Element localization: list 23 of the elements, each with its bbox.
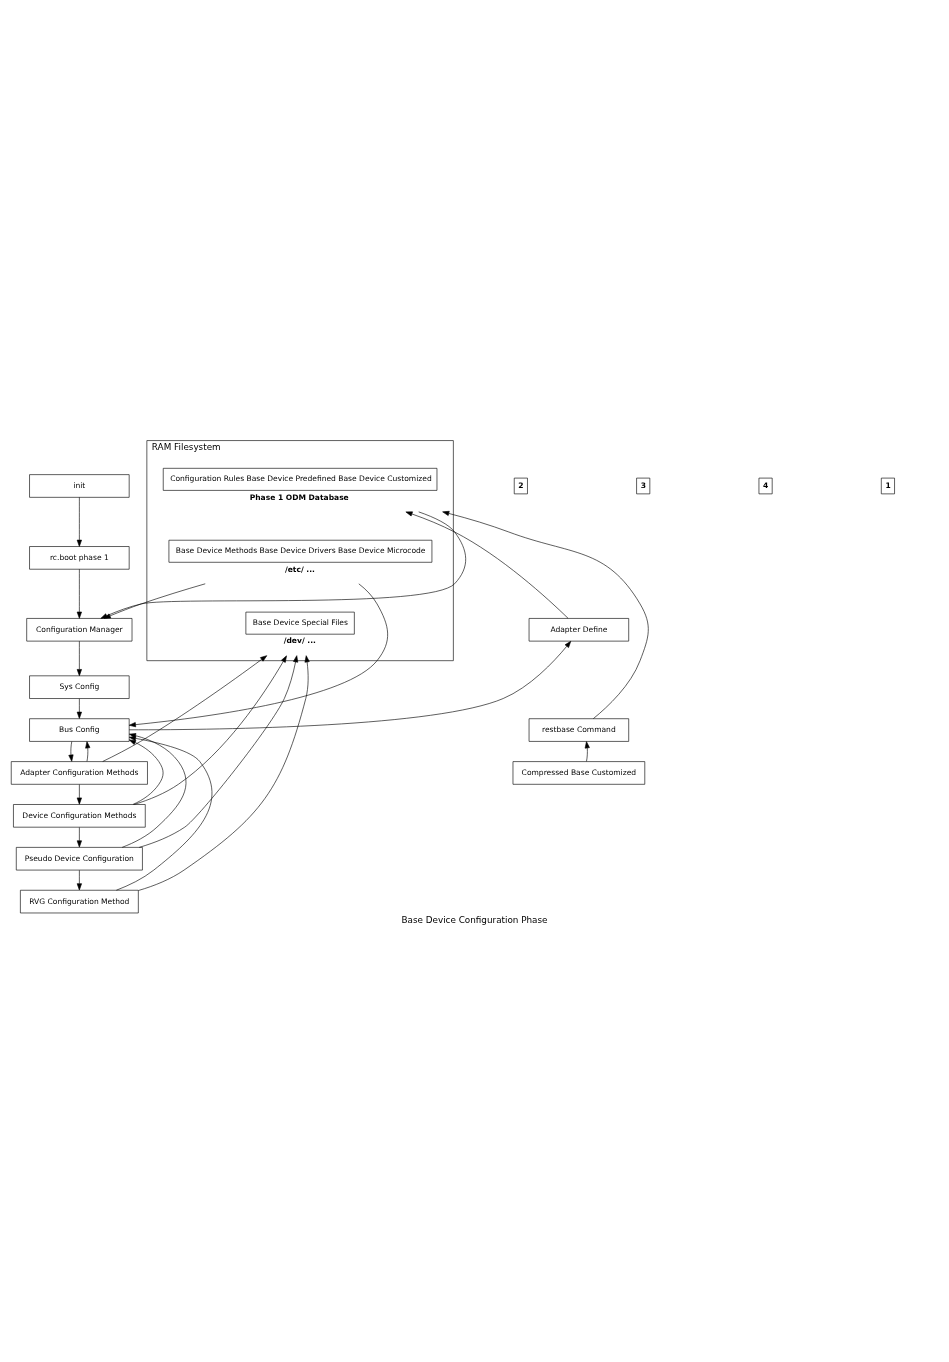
arrow: [128, 640, 572, 730]
arrow: [68, 740, 74, 762]
arrow: [405, 511, 569, 619]
arrow: [139, 654, 299, 848]
arrow: [121, 732, 187, 848]
arrow: [76, 568, 82, 619]
arrow: [116, 735, 213, 891]
arrow: [76, 640, 82, 676]
arrow: [76, 826, 82, 847]
arrow: [76, 783, 82, 804]
arrow: [103, 582, 206, 619]
arrow: [102, 654, 268, 762]
arrow: [442, 510, 649, 719]
arrow: [138, 654, 310, 891]
arrow: [85, 740, 91, 762]
arrow: [584, 740, 590, 762]
arrow: [128, 583, 388, 727]
arrow: [76, 697, 82, 719]
arrow: [76, 496, 82, 547]
caption: Base Device Configuration Phase: [401, 914, 548, 925]
arrow: [133, 655, 287, 805]
arrow: [128, 739, 164, 805]
arrow: [76, 869, 82, 890]
